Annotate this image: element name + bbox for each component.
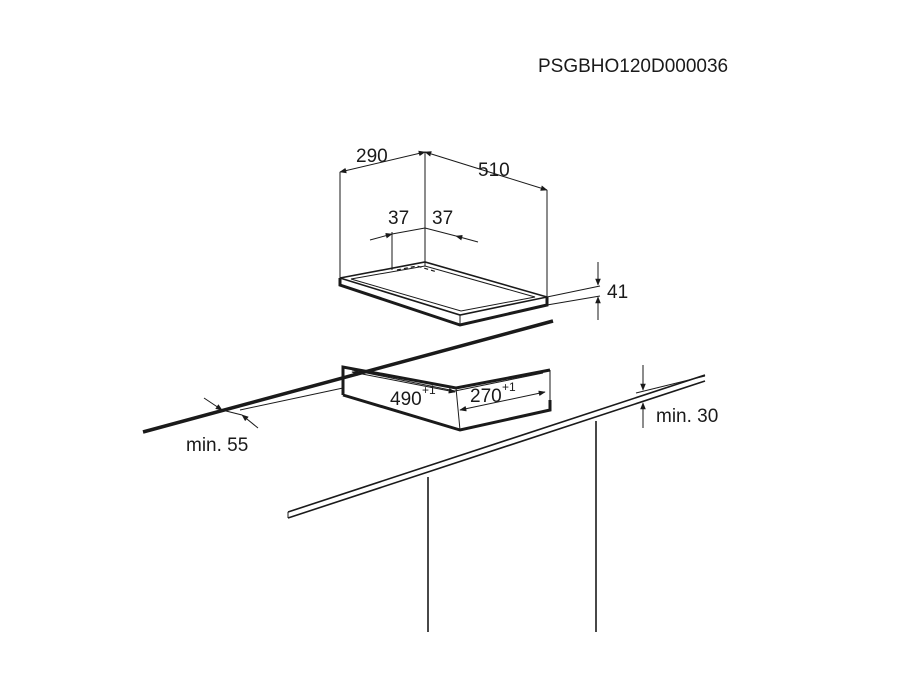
label-depth: 290 bbox=[356, 146, 388, 167]
label-cutout-depth-tolerance: +1 bbox=[502, 380, 516, 394]
label-margin-left: 37 bbox=[388, 208, 409, 229]
label-cutout-depth: 270 bbox=[470, 386, 502, 407]
label-margin-right: 37 bbox=[432, 208, 453, 229]
label-min-edge: min. 30 bbox=[656, 406, 718, 427]
label-height: 41 bbox=[607, 282, 628, 303]
label-width: 510 bbox=[478, 160, 510, 181]
worktop bbox=[142, 319, 706, 632]
label-cutout-width-tolerance: +1 bbox=[422, 383, 436, 397]
hob-unit bbox=[338, 261, 549, 327]
label-min-wall: min. 55 bbox=[186, 435, 248, 456]
label-cutout-width: 490 bbox=[390, 389, 422, 410]
hob-dimension-lines bbox=[339, 150, 601, 320]
cutout-dimension-lines bbox=[203, 365, 706, 429]
drawing-code: PSGBHO120D000036 bbox=[538, 56, 728, 77]
